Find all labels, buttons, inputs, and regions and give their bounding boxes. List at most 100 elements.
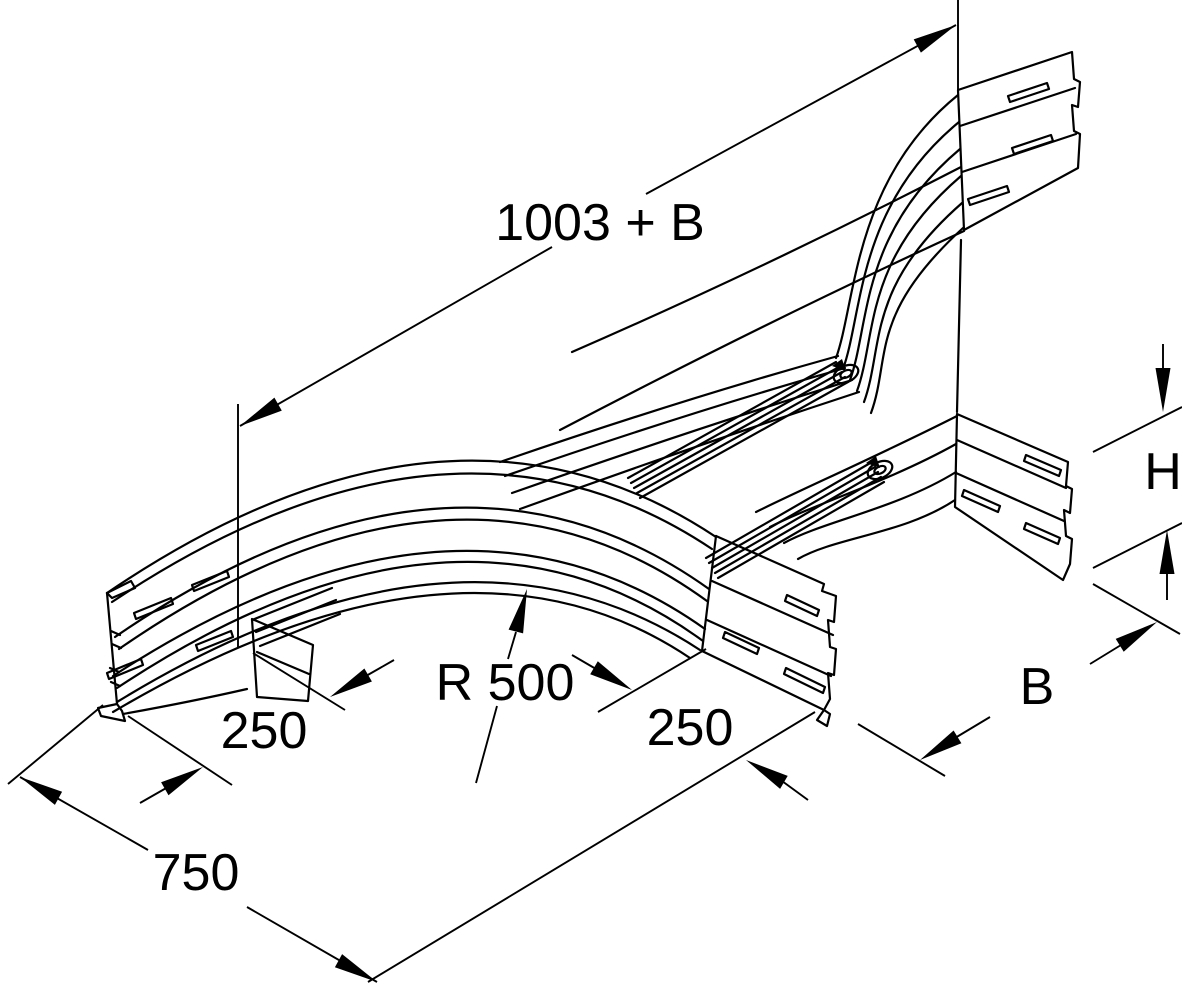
arrowhead — [590, 661, 632, 690]
clamp-inner — [839, 368, 853, 380]
outer-rail-mid-rib — [117, 518, 709, 651]
right-cap-outline — [700, 534, 838, 712]
right-cap-slot — [782, 666, 827, 695]
extension-line — [367, 711, 816, 983]
far-rail-upper-line — [570, 165, 963, 354]
outer-rail-top-edge — [105, 459, 718, 595]
dimension-overall-width: 750 — [7, 704, 816, 983]
left-cap-rib-marks — [108, 629, 123, 688]
mid-cap-slot — [1022, 453, 1063, 478]
arrow-tails — [571, 654, 809, 801]
top-cap-slot — [1006, 81, 1051, 104]
far-rail-upper-line — [558, 229, 966, 432]
extension-line — [597, 648, 707, 713]
branch-curve — [855, 174, 963, 393]
arrowhead — [1115, 622, 1157, 652]
branch-curve — [841, 120, 961, 371]
offset-left-label: 250 — [221, 702, 308, 760]
dimension-tray-width: B — [857, 583, 1181, 777]
cable-ladder-tee-body — [96, 50, 1082, 728]
mid-cap-outline — [953, 412, 1074, 582]
rung-1 — [626, 360, 850, 500]
top-cap-folds — [958, 86, 1078, 174]
branch-curve — [834, 93, 960, 360]
arrowhead — [913, 25, 956, 53]
arrowhead — [1155, 368, 1171, 412]
rung-clamp-1 — [832, 359, 860, 385]
right-end-cap — [700, 534, 838, 728]
outer-bend-rail — [105, 459, 718, 714]
arrowhead — [334, 954, 377, 982]
right-cap-slot — [783, 593, 821, 618]
far-rail-line — [510, 378, 854, 495]
right-cap-slot — [721, 630, 761, 656]
arrow-tails — [954, 644, 1122, 739]
outer-rail-bottom-edge — [115, 581, 702, 704]
dimension-annotations: 1003 + B 250 250 750 — [7, 0, 1182, 983]
far-rail-end-fold — [255, 650, 311, 676]
left-end-cap — [96, 569, 249, 723]
right-cap-foot — [815, 708, 832, 728]
arrowhead — [1159, 530, 1175, 574]
extension-line — [1092, 522, 1182, 569]
outer-rail-bottom-outer-edge — [111, 591, 692, 714]
dimension-line — [239, 24, 957, 427]
outer-rail-top-inner-edge — [110, 472, 714, 604]
branch-curve — [754, 414, 959, 514]
top-cap-slot — [966, 184, 1011, 207]
radius-leader — [475, 631, 517, 784]
right-cap-folds — [705, 579, 835, 678]
rail-height-label: H — [1144, 443, 1182, 501]
tray-width-label: B — [1020, 658, 1055, 716]
arrowhead — [20, 777, 63, 805]
rung-clamp-2 — [866, 456, 894, 481]
branch-left-rail-curves — [834, 93, 965, 415]
branch-mid-end-cap — [953, 412, 1074, 582]
branch-curve — [869, 226, 965, 415]
extension-line — [252, 652, 346, 711]
left-cap-end-edge — [105, 591, 119, 706]
left-cap-slot — [132, 596, 175, 621]
extension-line — [1092, 406, 1182, 453]
outer-rail-low-rib — [111, 549, 707, 678]
arrowhead — [508, 589, 527, 634]
branch-curve — [862, 201, 964, 404]
bend-radius-label: R 500 — [436, 654, 575, 712]
arrowhead — [161, 767, 203, 796]
dimension-rail-height: H — [1092, 344, 1182, 600]
far-rail-stubs — [250, 586, 342, 648]
right-cap-seam — [700, 534, 718, 653]
rung-2 — [704, 460, 886, 580]
branch-curve — [782, 470, 958, 545]
arrowhead — [920, 730, 962, 760]
branch-curve — [848, 147, 962, 382]
branch-top-end-cap — [956, 50, 1082, 232]
outer-rail-low-rib — [115, 560, 705, 690]
web-slot — [190, 569, 231, 593]
top-cap-slot — [1010, 133, 1055, 156]
extension-line — [127, 715, 233, 786]
outer-rail-mid-rib — [113, 506, 711, 639]
web-bottom-line — [121, 687, 249, 716]
rung-lines — [704, 460, 886, 580]
far-rail-line — [498, 354, 840, 464]
arrowhead — [330, 668, 372, 697]
mid-cap-folds — [954, 438, 1068, 523]
mid-cap-slot — [1022, 521, 1062, 546]
arrow-tails — [1162, 344, 1168, 600]
left-cap-slot — [105, 657, 145, 681]
branch-end-plane-edge — [955, 238, 963, 414]
far-side-rail — [250, 165, 966, 703]
arrow-tails — [139, 659, 395, 804]
top-cap-outline — [956, 50, 1082, 232]
extension-line — [857, 723, 946, 777]
extension-line — [7, 704, 104, 785]
mid-cap-slot — [960, 488, 1002, 514]
rung-lines — [626, 360, 850, 500]
dimension-offset-right: 250 — [571, 648, 809, 801]
overall-width-label: 750 — [153, 844, 240, 902]
overall-length-label: 1003 + B — [495, 194, 705, 252]
far-rail-end-face — [250, 617, 315, 703]
dimension-overall-length: 1003 + B — [237, 0, 959, 648]
